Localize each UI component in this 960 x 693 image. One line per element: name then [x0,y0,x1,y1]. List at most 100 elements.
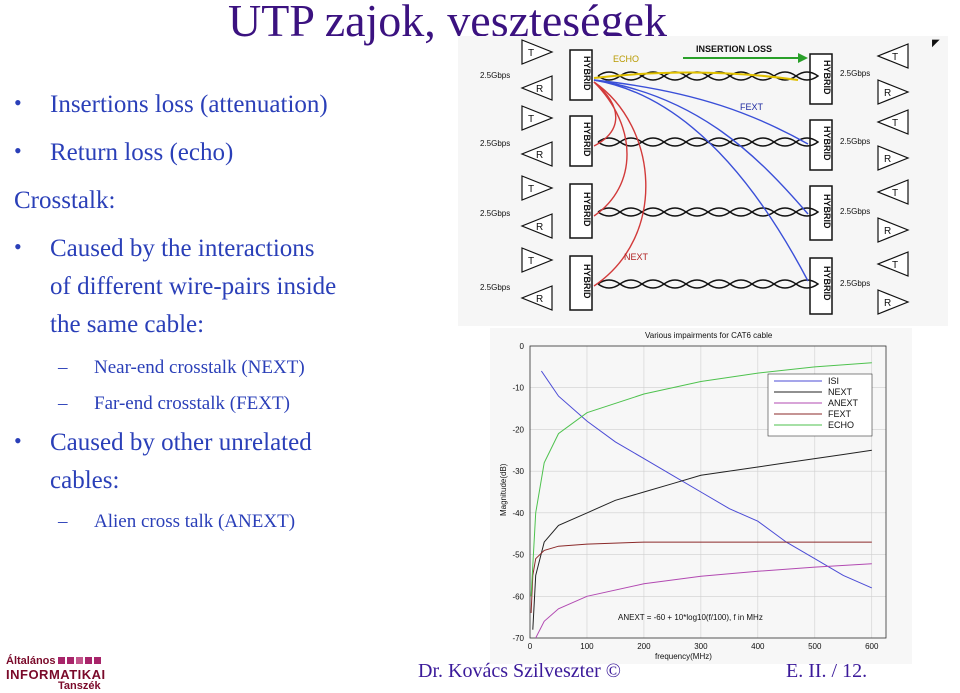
twist-segment [795,137,820,147]
transceiver-label: R [536,150,543,161]
transceiver-triangle [521,175,554,201]
series-line-isi [540,370,873,589]
bullet-glyph: • [14,90,22,115]
x-tick-label: 400 [751,642,765,651]
transceiver-triangle [520,213,553,239]
transceiver-triangle [521,105,554,131]
transceivers: TTTTRRRRTTTTRRRR2.5Gbps2.5Gbps2.5Gbps2.5… [480,39,910,315]
series-line-anext [535,563,872,639]
fext-path [593,79,809,145]
transceiver-triangle [877,145,910,171]
y-tick-label: -50 [512,551,524,560]
sub-item-text: Alien cross talk (ANEXT) [94,511,296,532]
logo-square [76,657,83,664]
legend-label: NEXT [828,387,853,397]
x-tick-label: 0 [528,642,533,651]
twist-segment [795,71,820,81]
transceiver-label: T [528,48,534,59]
sub-item-text: Near-end crosstalk (NEXT) [94,357,305,378]
bullet-text-line: the same cable: [50,311,205,338]
fext-label: FEXT [740,102,764,112]
twist-segment [641,207,666,217]
rate-label: 2.5Gbps [840,279,870,288]
legend-label: FEXT [828,409,852,419]
transceiver-label: R [536,222,543,233]
twist-segment [751,137,776,147]
echo-label: ECHO [613,54,639,64]
bullet-text-line: Caused by other unrelated [50,429,312,456]
footer-page-number: E. II. / 12. [786,660,868,682]
transceiver-triangle [877,217,910,243]
logo-line-3: Tanszék [58,680,101,692]
logo-square [58,657,65,664]
fext-path [593,79,809,215]
x-axis-label: frequency(MHz) [655,652,712,661]
transceiver-triangle [521,39,554,65]
transceiver-label: R [536,294,543,305]
rate-label: 2.5Gbps [480,71,510,80]
next-path [593,81,647,287]
rate-label: 2.5Gbps [480,209,510,218]
transceiver-triangle [876,109,909,135]
rate-label: 2.5Gbps [840,137,870,146]
series-line-echo [530,362,872,597]
legend-label: ANEXT [828,398,859,408]
transceiver-triangle [520,141,553,167]
legend-label: ISI [828,376,839,386]
twist-segment [795,207,820,217]
hybrid-label: HYBRID [582,264,592,299]
transceiver-triangle [876,43,909,69]
sub-item-text: Far-end crosstalk (FEXT) [94,393,290,414]
twist-segment [707,279,732,289]
twist-segment [729,137,754,147]
twist-segment [685,207,710,217]
transceiver-triangle [877,79,910,105]
insertion-loss-arrow [683,53,808,63]
x-tick-label: 300 [694,642,708,651]
crosstalk-paths [593,71,809,287]
transceiver-label: T [892,118,898,129]
logo-line-1: Általános [6,655,56,667]
y-axis-label: Magnitude(dB) [499,463,508,516]
transceiver-triangle [520,285,553,311]
bullet-text: Insertions loss (attenuation) [50,91,328,118]
series-line-fext [530,541,872,614]
dash-glyph: – [58,393,68,414]
hybrid-label: HYBRID [822,266,832,301]
screen-icon: ◤ [932,38,940,49]
transceiver-label: R [884,88,891,99]
hybrid-labels: HYBRID HYBRID HYBRID HYBRID HYBRID HYBRI… [582,56,832,301]
transceiver-label: T [528,184,534,195]
transceiver-label: R [884,154,891,165]
rate-label: 2.5Gbps [840,69,870,78]
y-tick-label: -30 [512,467,524,476]
transceiver-triangle [521,247,554,273]
crosstalk-heading: Crosstalk: [14,187,116,214]
bullet-text: Return loss (echo) [50,139,234,166]
hybrid-label: HYBRID [582,122,592,157]
footer-author: Dr. Kovács Szilveszter © [418,660,621,682]
bullet-text-line: of different wire-pairs inside [50,273,337,300]
x-tick-label: 500 [808,642,822,651]
twist-segment [729,279,754,289]
transceiver-label: R [884,226,891,237]
bullet-text-line: cables: [50,467,120,494]
bullet-glyph: • [14,234,22,259]
x-tick-label: 100 [580,642,594,651]
hybrid-label: HYBRID [822,126,832,161]
rate-label: 2.5Gbps [480,283,510,292]
logo-square [85,657,92,664]
transceiver-label: R [884,298,891,309]
echo-path [593,71,799,81]
rate-label: 2.5Gbps [840,207,870,216]
cable-topology-diagram: HYBRID HYBRID HYBRID HYBRID HYBRID HYBRI… [458,36,948,326]
chart-series [530,362,873,639]
chart-svg: Various impairments for CAT6 cable 0-10-… [499,331,887,661]
y-tick-label: -60 [512,592,524,601]
department-logo: Általános INFORMATIKAI Tanszék [6,655,116,692]
anext-annotation: ANEXT = -60 + 10*log10(f/100), f in MHz [618,613,763,622]
transceiver-label: T [528,256,534,267]
transceiver-label: T [528,114,534,125]
insertion-loss-label: INSERTION LOSS [696,44,772,54]
